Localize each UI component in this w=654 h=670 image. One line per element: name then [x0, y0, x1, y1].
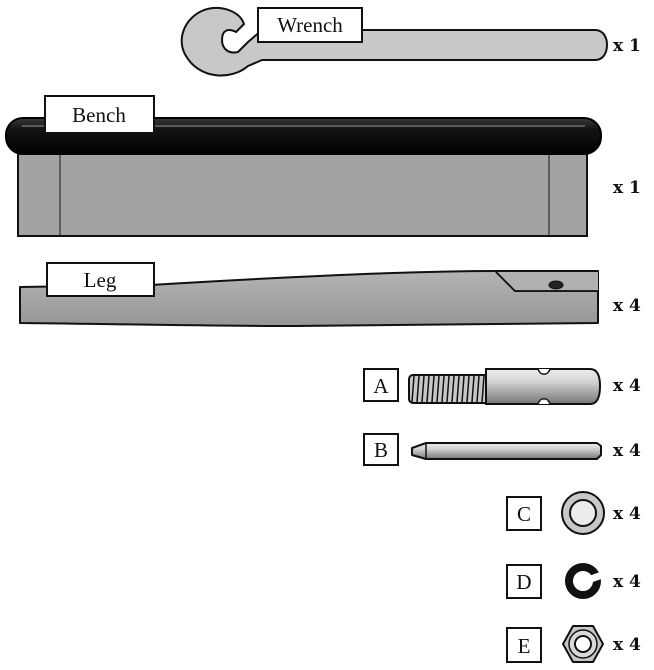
label-box-c: C	[506, 496, 542, 531]
leg-label: Leg	[84, 268, 117, 292]
bench-leg-icon	[19, 270, 599, 327]
c-quantity: x 4	[613, 504, 641, 524]
d-quantity: x 4	[613, 572, 641, 592]
label-d: D	[516, 570, 531, 594]
washer-icon	[561, 491, 605, 535]
e-quantity: x 4	[613, 635, 641, 655]
label-c: C	[517, 502, 531, 526]
pin-icon	[411, 442, 602, 460]
a-quantity: x 4	[613, 376, 641, 396]
label-box-e: E	[506, 627, 542, 663]
wrench-label: Wrench	[277, 13, 343, 37]
label-box-a: A	[363, 368, 399, 402]
b-quantity: x 4	[613, 441, 641, 461]
label-box-d: D	[506, 564, 542, 599]
lock-washer-icon	[565, 563, 603, 599]
wrench-icon	[180, 6, 608, 77]
bolt-icon	[408, 368, 602, 405]
label-box-b: B	[363, 433, 399, 466]
label-a: A	[373, 374, 389, 398]
bench-top-icon	[5, 117, 602, 237]
leg-label-box: Leg	[46, 262, 155, 297]
wrench-quantity: x 1	[613, 36, 641, 56]
bench-quantity: x 1	[613, 178, 641, 198]
hex-nut-icon	[562, 625, 604, 663]
bench-label: Bench	[72, 103, 126, 127]
wrench-label-box: Wrench	[257, 7, 363, 43]
label-b: B	[374, 438, 388, 462]
leg-quantity: x 4	[613, 296, 641, 316]
bench-label-box: Bench	[44, 95, 155, 134]
label-e: E	[518, 634, 531, 658]
